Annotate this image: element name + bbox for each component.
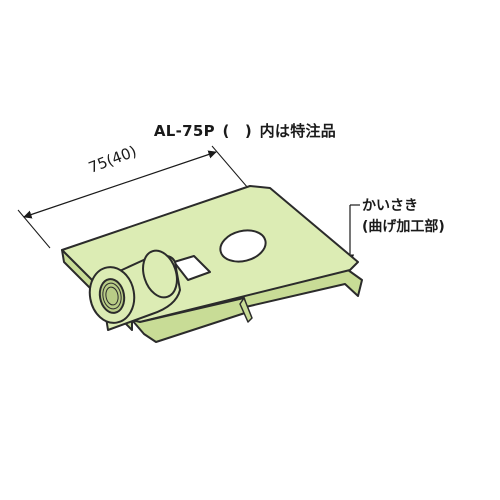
- thread-ring-2: [105, 286, 119, 306]
- callout-label: かいさき (曲げ加工部): [362, 196, 445, 238]
- dimension-extension-right: [211, 145, 249, 189]
- dimension-line: [23, 150, 217, 219]
- model-label: AL-75P ( ) 内は特注品: [0, 120, 490, 141]
- callout-line-2: (曲げ加工部): [362, 219, 445, 235]
- mounting-hole: [219, 229, 267, 263]
- nut-slot: [173, 255, 211, 281]
- callout-line-1: かいさき: [362, 198, 418, 214]
- model-note: 内は特注品: [259, 122, 337, 140]
- thread-ring-1: [102, 282, 122, 310]
- lower-lip-tab: [239, 297, 253, 323]
- model-paren: ( ): [222, 122, 253, 140]
- dimension-extension-left: [17, 209, 51, 249]
- model-code: AL-75P: [153, 122, 215, 140]
- nut-top: [142, 249, 178, 299]
